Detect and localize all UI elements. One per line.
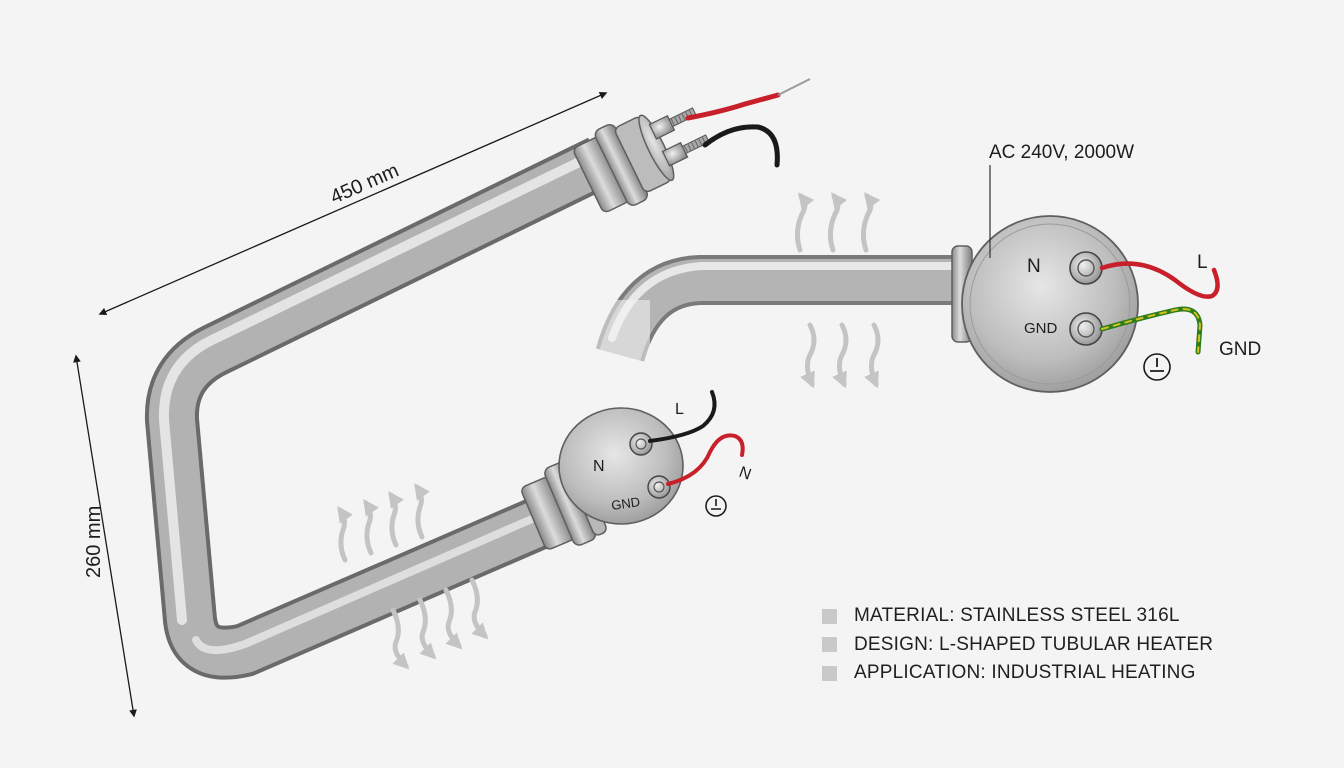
legend-bullet-icon: [822, 665, 837, 681]
right-ground-symbol-icon: [1143, 353, 1171, 381]
bottom-n-wire-label: N: [737, 464, 754, 484]
top-live-wire: [685, 92, 781, 121]
legend-item-label: MATERIAL: STAINLESS STEEL 316L: [854, 605, 1180, 627]
right-n-label: N: [1027, 256, 1041, 277]
top-live-wire-strand: [777, 78, 811, 96]
l-shaped-heater-section: [590, 165, 1220, 393]
legend-item-material: MATERIAL: STAINLESS STEEL 316L: [822, 602, 1213, 631]
top-terminal-bolt-lower: [661, 134, 710, 167]
heat-arrow: [414, 483, 430, 540]
heat-arrow: [860, 192, 881, 253]
top-neutral-wire: [702, 124, 780, 168]
heat-arrow: [864, 322, 881, 389]
right-terminal-face: [961, 215, 1139, 393]
heater-tube-highlight: [158, 147, 605, 625]
right-l-wire: [1099, 261, 1220, 299]
right-gnd-label: GND: [1024, 320, 1058, 337]
heat-arrow: [390, 607, 410, 670]
legend-item-application: APPLICATION: INDUSTRIAL HEATING: [822, 659, 1213, 688]
right-terminal-gnd-stud: [1069, 312, 1103, 346]
heat-arrow: [443, 587, 463, 650]
heat-arrow: [388, 491, 404, 548]
legend-item-label: APPLICATION: INDUSTRIAL HEATING: [854, 662, 1196, 684]
right-gnd-wire-yellow: [1101, 308, 1202, 353]
heater-tube-highlight-lower: [192, 508, 552, 654]
bottom-gnd-label: GND: [610, 494, 641, 513]
spec-legend: MATERIAL: STAINLESS STEEL 316L DESIGN: L…: [822, 602, 1213, 688]
right-l-wire-label: L: [1197, 252, 1208, 273]
bottom-l-wire-label: L: [675, 401, 684, 418]
heat-arrows-upper: [794, 192, 881, 253]
height-dimension-label: 260 mm: [83, 506, 105, 578]
length-dimension-line: [98, 91, 608, 316]
right-tube-body: [599, 259, 962, 362]
heat-arrow: [417, 597, 437, 660]
right-terminal-n-stud: [1069, 251, 1103, 285]
legend-bullet-icon: [822, 608, 837, 624]
bottom-l-wire: [648, 390, 717, 443]
right-gnd-wire-label: GND: [1219, 339, 1261, 360]
u-shaped-heater: [144, 78, 811, 680]
bottom-ground-symbol-icon: [705, 495, 727, 517]
heat-arrow: [337, 506, 353, 563]
heat-arrow: [800, 322, 817, 389]
heat-arrow: [469, 577, 489, 640]
heat-arrow: [363, 499, 379, 556]
bottom-terminal-n-stud: [629, 432, 653, 456]
legend-item-label: DESIGN: L-SHAPED TUBULAR HEATER: [854, 633, 1214, 655]
heat-arrow: [794, 192, 815, 253]
heat-arrows-middle: [800, 322, 881, 389]
top-terminal-head: [573, 107, 710, 213]
legend-item-design: DESIGN: L-SHAPED TUBULAR HEATER: [822, 631, 1213, 660]
bottom-terminal-gnd-stud: [647, 475, 671, 499]
heat-arrows-lower: [337, 483, 489, 670]
legend-bullet-icon: [822, 637, 837, 653]
spec-label: AC 240V, 2000W: [989, 142, 1134, 163]
heat-arrow: [827, 192, 848, 253]
length-dimension-label: 450 mm: [327, 159, 402, 208]
top-terminal-bolt-upper: [648, 107, 697, 140]
bottom-n-wire: [666, 433, 745, 486]
heat-arrow: [832, 322, 849, 389]
bottom-n-label: N: [593, 458, 605, 475]
height-dimension-line: [73, 354, 137, 718]
